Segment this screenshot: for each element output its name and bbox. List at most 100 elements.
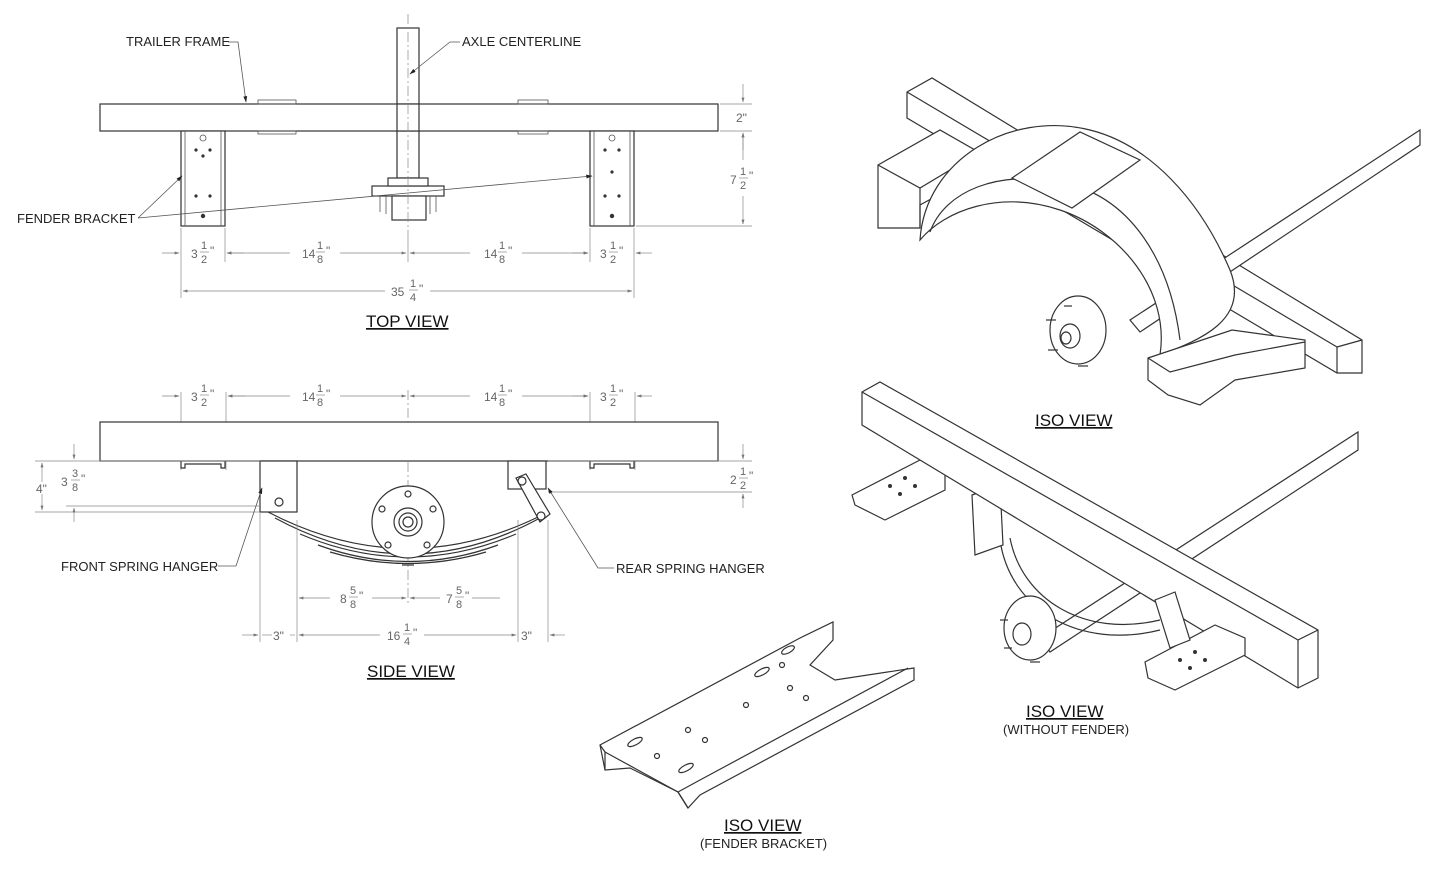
svg-text:1: 1: [499, 383, 505, 395]
dim-top-bracket-left: 3 1 2 ": [191, 240, 214, 266]
svg-text:14: 14: [302, 390, 316, 404]
dim-drop: 4": [36, 482, 47, 496]
iso-no-fender-subtitle: (WITHOUT FENDER): [1003, 722, 1129, 737]
svg-text:1: 1: [404, 622, 410, 634]
svg-text:8: 8: [72, 482, 78, 494]
svg-text:1: 1: [201, 383, 207, 395]
svg-text:7: 7: [730, 173, 737, 187]
svg-text:2: 2: [201, 397, 207, 409]
svg-text:2: 2: [730, 473, 737, 487]
fender-body: [919, 125, 1236, 356]
svg-text:1: 1: [499, 240, 505, 252]
svg-text:1: 1: [201, 240, 207, 252]
side-view-title: SIDE VIEW: [367, 662, 455, 681]
side-frame-rail: [99, 421, 719, 462]
dim-side-span-right: 14 1 8 ": [484, 383, 512, 409]
svg-text:1: 1: [317, 240, 323, 252]
side-view: 3 1 2 " 14 1 8 " 14 1 8 " 3 1: [35, 383, 765, 681]
axle-centerline-label: AXLE CENTERLINE: [462, 34, 582, 49]
front-spring-hanger-label: FRONT SPRING HANGER: [61, 559, 218, 574]
svg-text:35: 35: [391, 285, 405, 299]
svg-text:2: 2: [740, 480, 746, 492]
svg-text:": ": [81, 472, 85, 486]
svg-text:8: 8: [340, 592, 347, 606]
svg-text:3: 3: [72, 468, 78, 480]
svg-text:": ": [210, 244, 214, 258]
svg-text:1: 1: [410, 278, 416, 290]
svg-text:": ": [508, 387, 512, 401]
dim-hanger-rear: 3": [521, 629, 532, 643]
iso-bracket-title: ISO VIEW: [724, 816, 801, 835]
svg-text:8: 8: [456, 599, 462, 611]
dim-top-span-right: 14 1 8 ": [484, 240, 512, 266]
svg-text:8: 8: [499, 254, 505, 266]
iso-view-fender: ISO VIEW: [877, 77, 1421, 430]
svg-text:2: 2: [201, 254, 207, 266]
fender-bracket-part: [599, 621, 915, 809]
svg-text:": ": [210, 387, 214, 401]
svg-text:5: 5: [456, 585, 462, 597]
iso-bracket-subtitle: (FENDER BRACKET): [700, 836, 827, 851]
fender-bracket-left: [180, 130, 226, 227]
svg-text:1: 1: [317, 383, 323, 395]
svg-text:3: 3: [191, 247, 198, 261]
svg-text:": ": [749, 169, 753, 183]
svg-text:": ": [749, 469, 753, 483]
svg-text:1: 1: [610, 383, 616, 395]
svg-text:8: 8: [350, 599, 356, 611]
svg-text:": ": [413, 626, 417, 640]
fender-bracket-label: FENDER BRACKET: [17, 211, 136, 226]
svg-text:": ": [326, 244, 330, 258]
svg-text:5: 5: [350, 585, 356, 597]
svg-text:": ": [359, 589, 363, 603]
dim-rear-hanger: 2 1 2 ": [730, 466, 753, 492]
iso-hub: [1049, 295, 1107, 365]
svg-text:14: 14: [484, 390, 498, 404]
top-view-title: TOP VIEW: [366, 312, 449, 331]
dim-spring-front: 8 5 8 ": [340, 585, 363, 611]
svg-text:4: 4: [410, 292, 416, 304]
svg-text:3: 3: [600, 247, 607, 261]
svg-text:14: 14: [302, 247, 316, 261]
iso-view-bracket: ISO VIEW (FENDER BRACKET): [599, 621, 915, 851]
dim-side-bracket-right: 3 1 2 ": [600, 383, 623, 409]
svg-text:1: 1: [610, 240, 616, 252]
hub-disc: [371, 485, 445, 559]
svg-text:8: 8: [317, 397, 323, 409]
svg-text:14: 14: [484, 247, 498, 261]
svg-text:3: 3: [61, 475, 68, 489]
svg-text:2: 2: [740, 180, 746, 192]
svg-text:7: 7: [446, 592, 453, 606]
dim-side-bracket-left: 3 1 2 ": [191, 383, 214, 409]
svg-text:1: 1: [740, 166, 746, 178]
dim-hanger-front: 3": [273, 629, 284, 643]
dim-drop-inner: 3 3 8 ": [61, 468, 85, 494]
svg-text:8: 8: [317, 254, 323, 266]
svg-text:1: 1: [740, 466, 746, 478]
iso-no-fender-title: ISO VIEW: [1026, 702, 1103, 721]
dim-top-span-left: 14 1 8 ": [302, 240, 330, 266]
dim-spring-rear: 7 5 8 ": [446, 585, 469, 611]
svg-text:": ": [326, 387, 330, 401]
dim-spring-total: 16 1 4 ": [387, 622, 417, 648]
svg-text:": ": [465, 589, 469, 603]
svg-text:3: 3: [600, 390, 607, 404]
svg-text:2: 2: [610, 397, 616, 409]
fender-bracket-right: [589, 130, 635, 227]
dim-side-span-left: 14 1 8 ": [302, 383, 330, 409]
rear-spring-hanger-label: REAR SPRING HANGER: [616, 561, 765, 576]
dim-top-overall: 35 1 4 ": [391, 278, 423, 304]
dim-frame-height: 2": [736, 111, 747, 125]
front-spring-hanger: [259, 460, 298, 513]
dim-top-bracket-right: 3 1 2 ": [600, 240, 623, 266]
svg-text:3: 3: [191, 390, 198, 404]
svg-text:2: 2: [610, 254, 616, 266]
svg-text:": ": [419, 282, 423, 296]
svg-text:8: 8: [499, 397, 505, 409]
svg-text:": ": [619, 244, 623, 258]
svg-text:4: 4: [404, 636, 410, 648]
svg-text:": ": [508, 244, 512, 258]
iso-view-title: ISO VIEW: [1035, 411, 1112, 430]
top-view: TRAILER FRAME AXLE CENTERLINE FENDER BRA…: [17, 14, 753, 331]
